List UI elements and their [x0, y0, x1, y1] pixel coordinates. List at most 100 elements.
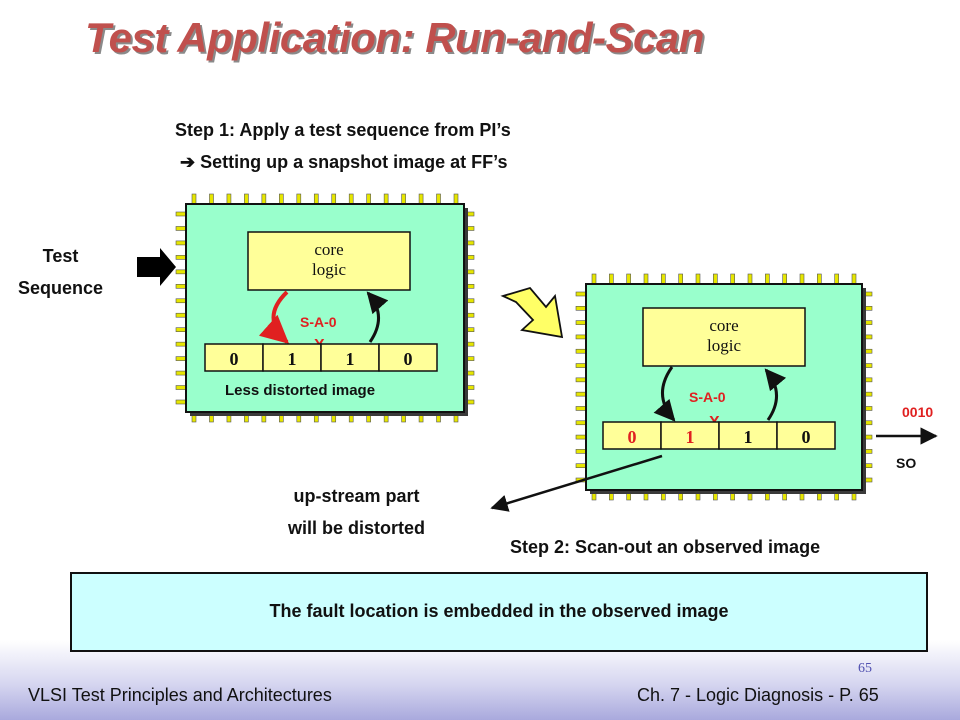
chip-1-pin-top	[296, 193, 302, 205]
chip-2-pin-top	[609, 273, 614, 285]
chip-1-pin-top	[436, 193, 441, 205]
footer-background	[0, 640, 960, 720]
page-number: 65	[858, 661, 872, 676]
chip-2-pin-left	[575, 463, 587, 468]
chip-1-pin-top	[209, 193, 214, 205]
chip-2-pin-top	[643, 273, 649, 285]
chip-2-pin-left	[575, 363, 587, 368]
chip-2-pin-top	[661, 273, 666, 285]
chip-2-pin-top	[730, 273, 735, 285]
chip-2-pin-top	[834, 273, 839, 285]
chip-2-ff-bit: 0	[802, 427, 811, 447]
chip-2-left-arrow	[653, 366, 676, 422]
chip-2-pin-top	[678, 273, 683, 285]
chip-2-pin-top	[591, 273, 597, 285]
step2-heading: Step 2: Scan-out an observed image	[510, 537, 821, 557]
upstream-pointer-arrow	[490, 454, 663, 512]
chip-1-pin-top	[244, 193, 249, 205]
conclusion-text: The fault location is embedded in the ob…	[269, 601, 729, 621]
chip-1-pin-top	[313, 193, 319, 205]
chip-1-fault-arrow	[258, 290, 290, 344]
chip-2-pin-left	[575, 291, 587, 297]
chip-2-pin-left	[575, 420, 587, 426]
chip-2-pin-top	[851, 273, 857, 285]
chip-2-pin-top	[713, 273, 718, 285]
chip-1-core-label-1: core	[314, 240, 343, 259]
chip-2-pin-top	[817, 273, 822, 285]
slide-title: Test Application: Run-and-Scan	[85, 14, 704, 61]
test-sequence-label: Test Sequence	[18, 240, 103, 304]
chip-1-pin-left	[175, 240, 187, 246]
chip-1-ff-bit: 0	[230, 349, 239, 369]
chip-1-pin-top	[453, 193, 459, 205]
so-label: SO	[896, 455, 917, 471]
chip-1-pin-left	[175, 255, 187, 260]
chip-2-core-label-2: logic	[707, 336, 741, 355]
chip-2-ff-bit: 1	[744, 427, 753, 447]
chip-1-pin-top	[401, 193, 406, 205]
step1-heading: Step 1: Apply a test sequence from PI’s	[175, 120, 511, 140]
chip-2-pin-top	[626, 273, 631, 285]
chip-1-pin-left	[175, 370, 187, 376]
transition-arrow-icon	[500, 286, 564, 339]
chip-1-pin-top	[348, 193, 354, 205]
chip-1-pin-left	[175, 211, 187, 217]
chip-1-pin-top	[279, 193, 284, 205]
right-arrow-icon: ➔	[180, 152, 196, 172]
chip-1-pin-left	[175, 341, 187, 347]
chip-1-pin-left	[175, 399, 187, 405]
chip-2-pin-top	[695, 273, 701, 285]
chip-2-pin-left	[575, 406, 587, 411]
chip-2-scan-chain: 0 1 1 0	[602, 421, 836, 450]
step1-subheading-text: Setting up a snapshot image at FF’s	[200, 152, 508, 172]
footer-course-title: VLSI Test Principles and Architectures	[28, 685, 332, 705]
chip-2-pin-left	[575, 391, 587, 397]
upstream-note: up-stream part will be distorted	[288, 480, 425, 544]
chip-1-pin-left	[175, 298, 187, 304]
chip-1-pin-top	[418, 193, 424, 205]
footer-chapter: Ch. 7 - Logic Diagnosis - P. 65	[637, 685, 879, 705]
chip-1-pin-top	[366, 193, 371, 205]
chip-1-core-label-2: logic	[312, 260, 346, 279]
chip-1-ff-cell	[378, 343, 438, 372]
chip-1-pin-left	[175, 312, 187, 318]
chip-2-ff-cell	[660, 421, 720, 450]
chip-1-scan-chain: 0 1 1 0	[204, 343, 438, 372]
chip-1-pin-top	[383, 193, 389, 205]
chip-1-ff-bit: 1	[346, 349, 355, 369]
chip-2-pin-left	[575, 434, 587, 440]
chip-2-right-arrow	[764, 368, 787, 421]
chip-2-pin-left	[575, 377, 587, 383]
chip-2-core-logic	[642, 307, 806, 367]
chip-1-ff-bit: 1	[288, 349, 297, 369]
step1-subheading: ➔ Setting up a snapshot image at FF’s	[180, 152, 507, 173]
chip-1-pin-left	[175, 385, 187, 390]
chip-1-caption: Less distorted image	[225, 382, 375, 399]
upstream-note-line1: up-stream part	[293, 486, 420, 506]
chip-2-pin-top	[782, 273, 787, 285]
chip-1-feedback-arrow	[366, 291, 389, 343]
chip-1-pin-top	[226, 193, 232, 205]
chip-1-pin-left	[175, 356, 187, 361]
test-sequence-line2: Sequence	[18, 278, 104, 298]
chip-2-pin-left	[575, 320, 587, 325]
chip-2-core-label-1: core	[709, 316, 738, 335]
chip-2-pin-top	[765, 273, 770, 285]
chip-2-fault-label: S-A-0	[689, 389, 726, 405]
chip-2-pin-left	[575, 334, 587, 340]
chip-2-ff-cell	[776, 421, 836, 450]
chip-2-pin-left	[575, 306, 587, 311]
chip-1-ff-bit: 0	[404, 349, 413, 369]
chip-1-pin-top	[261, 193, 267, 205]
chip-2-ff-bit: 0	[628, 427, 637, 447]
chip-1-pin-left	[175, 284, 187, 289]
chip-2-ff-cell	[718, 421, 778, 450]
upstream-note-line2: will be distorted	[288, 518, 426, 538]
chip-1-pin-left	[175, 226, 187, 231]
chip-2-ff-bit: 1	[686, 427, 695, 447]
chip-2-pin-left	[575, 449, 587, 454]
scan-out-bits: 0010	[902, 404, 934, 420]
chip-1-core-logic	[247, 231, 411, 291]
